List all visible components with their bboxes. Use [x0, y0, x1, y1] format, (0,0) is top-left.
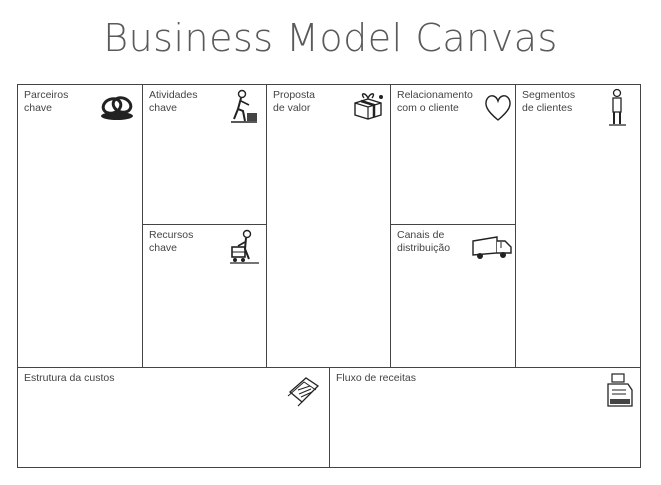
block-label: Segmentos de clientes — [522, 89, 576, 114]
block-label: Relacionamento com o cliente — [397, 89, 473, 114]
block-revenue-streams[interactable]: Fluxo de receitas — [329, 367, 641, 468]
block-customer-segments[interactable]: Segmentos de clientes — [515, 84, 641, 368]
gift-box-icon — [351, 91, 385, 121]
business-model-canvas: Parceiros chave Atividades chave — [17, 84, 641, 468]
person-icon — [606, 88, 628, 128]
block-label: Proposta de valor — [273, 89, 316, 114]
forklift-worker-icon — [229, 229, 261, 265]
block-customer-relationships[interactable]: Relacionamento com o cliente — [390, 84, 516, 225]
block-key-partners[interactable]: Parceiros chave — [17, 84, 143, 368]
block-cost-structure[interactable]: Estrutura da custos — [17, 367, 330, 468]
cash-register-icon — [604, 372, 636, 410]
block-key-activities[interactable]: Atividades chave — [142, 84, 267, 225]
worker-icon — [229, 89, 259, 125]
block-channels[interactable]: Canais de distribuição — [390, 224, 516, 368]
block-label: Parceiros chave — [24, 89, 69, 114]
block-label: Estrutura da custos — [24, 372, 115, 384]
block-label: Recursos chave — [149, 229, 194, 254]
heart-icon — [483, 93, 513, 123]
block-label: Canais de distribuição — [397, 229, 451, 254]
page-title: Business Model Canvas — [103, 16, 558, 60]
delivery-truck-icon — [471, 233, 513, 263]
block-label: Atividades chave — [149, 89, 198, 114]
block-key-resources[interactable]: Recursos chave — [142, 224, 267, 368]
price-tag-icon — [286, 374, 322, 408]
block-label: Fluxo de receitas — [336, 372, 416, 384]
block-value-proposition[interactable]: Proposta de valor — [266, 84, 391, 368]
chain-links-icon — [98, 93, 136, 121]
